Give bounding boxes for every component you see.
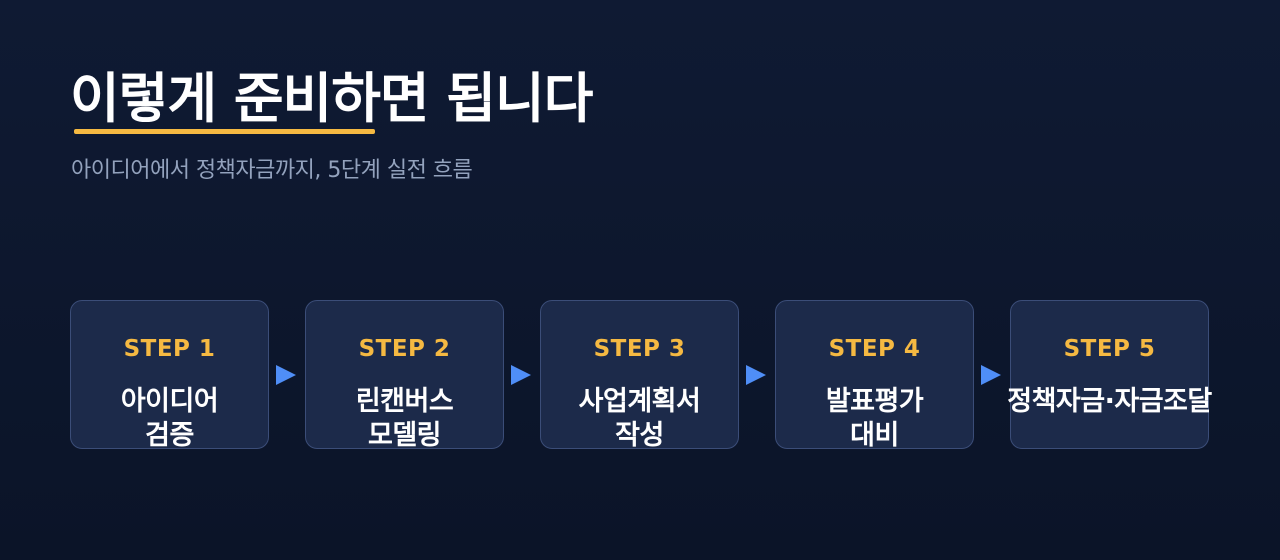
step-name: 사업계획서 작성 [578,386,701,451]
step-name: 발표평가 대비 [825,386,924,451]
arrow-right-icon [276,365,296,385]
step-label: STEP 3 [593,336,686,362]
step-card-2: STEP 2 린캔버스 모델링 [305,300,504,451]
title-underline [74,129,375,134]
step-card-1: STEP 1 아이디어 검증 [70,300,269,451]
step-name: 아이디어 검증 [120,386,219,451]
step-label: STEP 5 [1063,336,1156,362]
arrow-right-icon [981,365,1001,385]
page-title: 이렇게 준비하면 됩니다 [70,67,593,130]
step-card-4: STEP 4 발표평가 대비 [775,300,974,451]
arrow-right-icon [511,365,531,385]
step-label: STEP 2 [358,336,451,362]
page-subtitle: 아이디어에서 정책자금까지, 5단계 실전 흐름 [71,158,473,183]
arrow-right-icon [746,365,766,385]
step-card-3: STEP 3 사업계획서 작성 [540,300,739,451]
step-name: 정책자금·자금조달 [1007,386,1212,417]
step-label: STEP 1 [123,336,216,362]
step-name: 린캔버스 모델링 [355,386,454,451]
step-label: STEP 4 [828,336,921,362]
step-card-5: STEP 5 정책자금·자금조달 [1007,300,1212,449]
